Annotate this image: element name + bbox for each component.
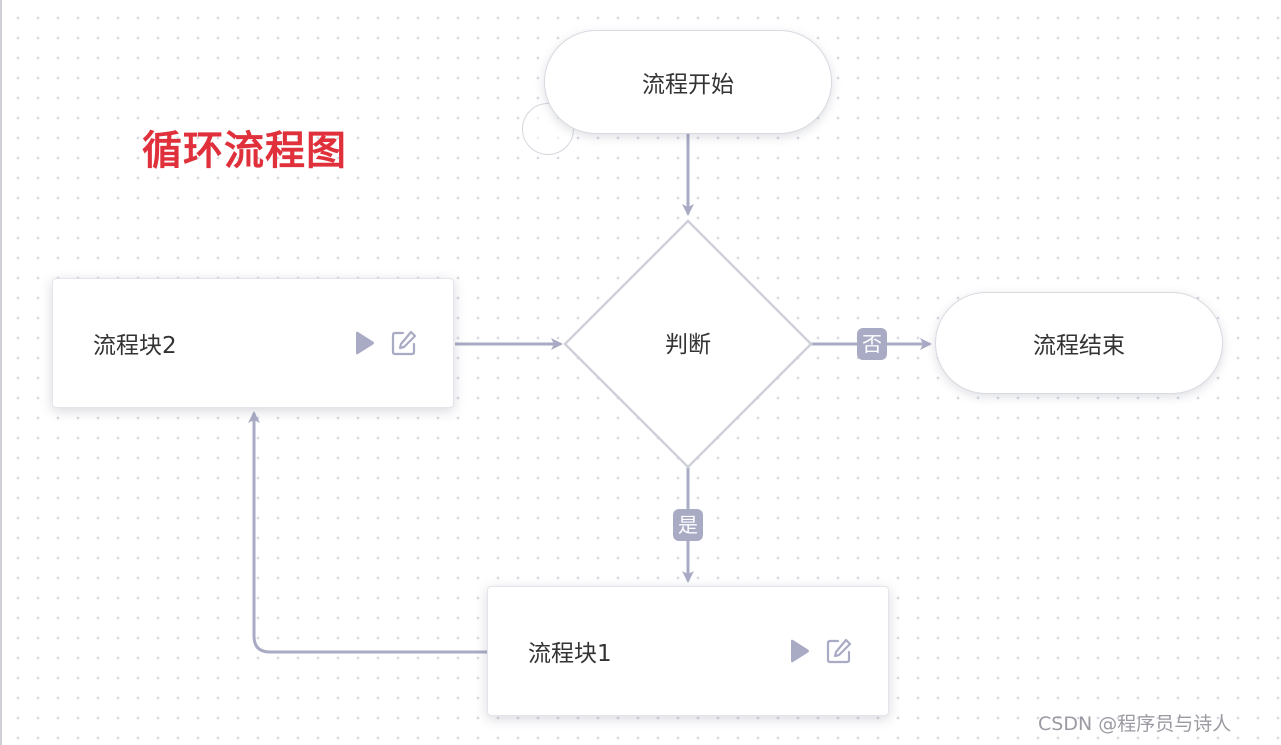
decision-node-shape[interactable]: [563, 219, 813, 469]
process-block-1-actions: [788, 638, 852, 664]
end-node-label: 流程结束: [1033, 333, 1125, 359]
edge-label-yes: 是: [673, 509, 703, 541]
process-block-2-label: 流程块2: [93, 333, 177, 359]
diagram-title: 循环流程图: [142, 128, 347, 174]
process-block-1[interactable]: 流程块1: [487, 586, 889, 716]
edge-block-1-to-block-2[interactable]: [248, 411, 487, 654]
edit-icon[interactable]: [391, 330, 417, 356]
edit-icon[interactable]: [826, 638, 852, 664]
process-block-1-label: 流程块1: [528, 641, 612, 667]
edge-label-no: 否: [857, 328, 887, 360]
end-node[interactable]: 流程结束: [935, 292, 1223, 394]
play-icon[interactable]: [788, 639, 810, 663]
play-icon[interactable]: [353, 331, 375, 355]
start-node-label: 流程开始: [642, 72, 734, 98]
process-block-2[interactable]: 流程块2: [52, 278, 454, 408]
decision-node-label: 判断: [665, 332, 711, 358]
start-node[interactable]: 流程开始: [544, 30, 832, 134]
process-block-2-actions: [353, 330, 417, 356]
watermark: CSDN @程序员与诗人: [1038, 713, 1232, 735]
canvas-left-border: [0, 0, 2, 745]
